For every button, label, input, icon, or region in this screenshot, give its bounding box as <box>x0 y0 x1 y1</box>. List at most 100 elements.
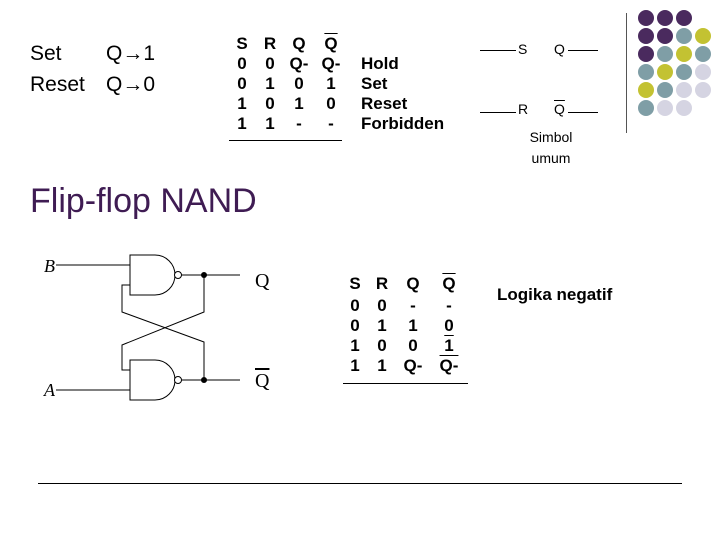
cell: Q- <box>403 356 423 375</box>
decorative-dot <box>638 10 654 26</box>
cell: 0 <box>377 296 387 315</box>
decorative-dot <box>657 64 673 80</box>
decorative-dot <box>638 46 654 62</box>
header-r: R <box>263 34 277 53</box>
row-description: Reset <box>361 94 408 113</box>
flipflop-symbol: S Q R Q <box>480 38 610 118</box>
cell: Q- <box>321 54 341 73</box>
symbol-r-line <box>480 112 516 113</box>
row-description: Hold <box>361 54 399 73</box>
symbol-q-label: Q <box>554 41 565 57</box>
cell: 1 <box>265 74 275 93</box>
truth-table-nand: S R Q Q 0 0 - - 0 1 1 0 1 0 0 1 1 1 Q- Q <box>343 272 469 376</box>
input-b-label: B <box>44 256 55 276</box>
table-underline <box>229 140 342 141</box>
decorative-dot <box>657 46 673 62</box>
nand-flipflop-circuit <box>56 254 240 401</box>
symbol-s-label: S <box>518 41 528 57</box>
cell: - <box>296 114 302 133</box>
header-s: S <box>236 34 248 53</box>
cell: 0 <box>294 74 304 93</box>
table-row: 0 0 - - <box>343 296 469 316</box>
decorative-dot <box>657 82 673 98</box>
cell: 0 <box>265 94 275 113</box>
decorative-dot <box>695 64 711 80</box>
reset-label: Reset <box>30 73 85 96</box>
decorative-dot <box>676 28 692 44</box>
decorative-dot <box>638 100 654 116</box>
table-row: 0 1 0 1 Set <box>229 74 444 94</box>
cell: 0 <box>237 74 247 93</box>
symbol-s-line <box>480 50 516 51</box>
decorative-dot <box>695 82 711 98</box>
decorative-dot <box>676 64 692 80</box>
decorative-dot <box>638 64 654 80</box>
set-label: Set <box>30 42 62 65</box>
cell: 0 <box>326 94 336 113</box>
cell: 1 <box>350 356 360 375</box>
output-q-label: Q <box>255 270 270 292</box>
output-qbar-label: Q <box>255 370 270 392</box>
decorative-dot <box>676 82 692 98</box>
header-s: S <box>349 274 361 293</box>
header-qbar: Q <box>442 274 456 293</box>
decorative-dot <box>657 10 673 26</box>
cell: 0 <box>350 316 360 335</box>
decorative-dot <box>695 28 711 44</box>
table-underline <box>343 383 468 384</box>
page-title: Flip-flop NAND <box>30 182 257 220</box>
cell: - <box>410 296 416 315</box>
decorative-dot <box>638 82 654 98</box>
table-row: 1 0 1 0 Reset <box>229 94 444 114</box>
cell: - <box>446 296 452 315</box>
cell: 1 <box>408 316 418 335</box>
symbol-qbar-label: Q <box>554 101 565 117</box>
cell: 0 <box>408 336 418 355</box>
decorative-dots <box>638 10 718 120</box>
decorative-dot <box>695 46 711 62</box>
caption-line-2: umum <box>531 150 571 166</box>
bottom-rule <box>38 483 682 484</box>
table-row: 1 0 0 1 <box>343 336 469 356</box>
cell: Q- <box>439 356 459 375</box>
cell: 1 <box>377 356 387 375</box>
symbol-r-label: R <box>518 101 529 117</box>
cell: 1 <box>350 336 360 355</box>
table-row: 1 1 Q- Q- <box>343 356 469 376</box>
table-row: 0 1 1 0 <box>343 316 469 336</box>
cell: 0 <box>350 296 360 315</box>
set-row: Set Q→1 <box>30 38 155 69</box>
symbol-qbar-line <box>568 112 598 113</box>
symbol-caption: Simbol umum <box>524 127 578 169</box>
cell: Q- <box>289 54 309 73</box>
row-description: Set <box>361 74 388 93</box>
table-row: 0 0 Q- Q- Hold <box>229 54 444 74</box>
cell: 1 <box>237 114 247 133</box>
decorative-dot <box>676 100 692 116</box>
decorative-dot <box>657 100 673 116</box>
header-r: R <box>375 274 389 293</box>
input-a-label: A <box>44 380 55 400</box>
decorative-dot <box>657 28 673 44</box>
set-reset-summary: Set Q→1 Reset Q→0 <box>30 38 155 100</box>
decorative-dot <box>676 10 692 26</box>
cell: 1 <box>265 114 275 133</box>
header-qbar: Q <box>324 34 338 53</box>
row-description: Forbidden <box>361 114 445 133</box>
truth-table-general: S R Q Q 0 0 Q- Q- Hold 0 1 0 1 Set 1 0 1… <box>229 28 444 134</box>
negative-logic-note: Logika negatif <box>497 285 613 304</box>
reset-row: Reset Q→0 <box>30 69 155 100</box>
set-value: Q→1 <box>106 42 156 65</box>
cell: 1 <box>294 94 304 113</box>
header-q: Q <box>406 274 420 293</box>
cell: 1 <box>377 316 387 335</box>
cell: 1 <box>237 94 247 113</box>
cell: 0 <box>444 316 454 335</box>
decorative-dot <box>676 46 692 62</box>
reset-value: Q→0 <box>106 73 156 96</box>
symbol-q-line <box>568 50 598 51</box>
cell: 0 <box>237 54 247 73</box>
vertical-divider <box>626 13 627 133</box>
cell: 1 <box>444 336 454 355</box>
cell: 0 <box>265 54 275 73</box>
